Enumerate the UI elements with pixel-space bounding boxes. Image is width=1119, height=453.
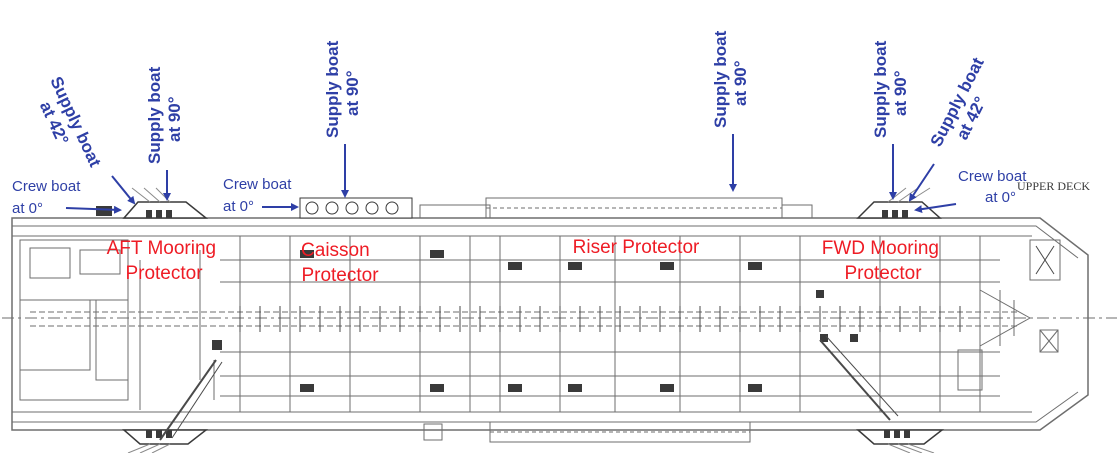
riser-supply-90-label: Supply boat at 90° — [711, 26, 750, 128]
hull-drawing — [2, 187, 1117, 453]
aft-crew-0-label: Crew boat at 0° — [12, 178, 85, 217]
caisson-protector-label: Caisson Protector — [301, 240, 379, 286]
caisson-pipes — [299, 197, 413, 219]
fwd-supply-42-arrow — [908, 163, 935, 202]
hull-outline — [11, 217, 1089, 431]
aft-supply-42-label: Supply boat at 42° — [28, 74, 106, 183]
deck-fittings — [212, 250, 858, 392]
upper-deck-label: UPPER DECK — [1017, 179, 1090, 193]
aft-mooring-protector-label: AFT Mooring Protector — [107, 238, 222, 284]
fwd-upper-sponson — [856, 201, 942, 219]
centreline-equipment — [239, 306, 961, 332]
aft-crew-0-arrow — [65, 205, 122, 214]
boat-annotations: Supply boat at 42° Supply boat at 90° Cr… — [12, 26, 1031, 217]
aft-supply-90-label: Supply boat at 90° — [145, 62, 184, 164]
aft-upper-sponson — [122, 201, 209, 219]
deck-edge-lower — [12, 391, 1079, 423]
mid-supply-90-label: Supply boat at 90° — [323, 36, 362, 138]
mid-crew-0-label: Crew boat at 0° — [223, 176, 296, 215]
deck-edge-upper — [12, 225, 1079, 259]
boat-arrows — [65, 134, 957, 214]
fwd-supply-90-label: Supply boat at 90° — [871, 36, 910, 138]
fwd-crew-0-label: Crew boat at 0° — [958, 168, 1031, 206]
fwd-supply-42-label: Supply boat at 42° — [927, 50, 1008, 159]
mooring-lines — [127, 187, 935, 453]
aft-lower-sponson — [122, 429, 209, 445]
riser-protector-label: Riser Protector — [573, 237, 700, 258]
fwd-mooring-protector-label: FWD Mooring Protector — [822, 238, 944, 284]
zone-labels: AFT Mooring Protector Caisson Protector … — [107, 237, 944, 286]
fwd-crew-0-arrow — [914, 203, 957, 214]
aft-block — [19, 239, 129, 401]
bow-truss — [979, 289, 1032, 347]
aft-supply-42-arrow — [111, 175, 136, 205]
